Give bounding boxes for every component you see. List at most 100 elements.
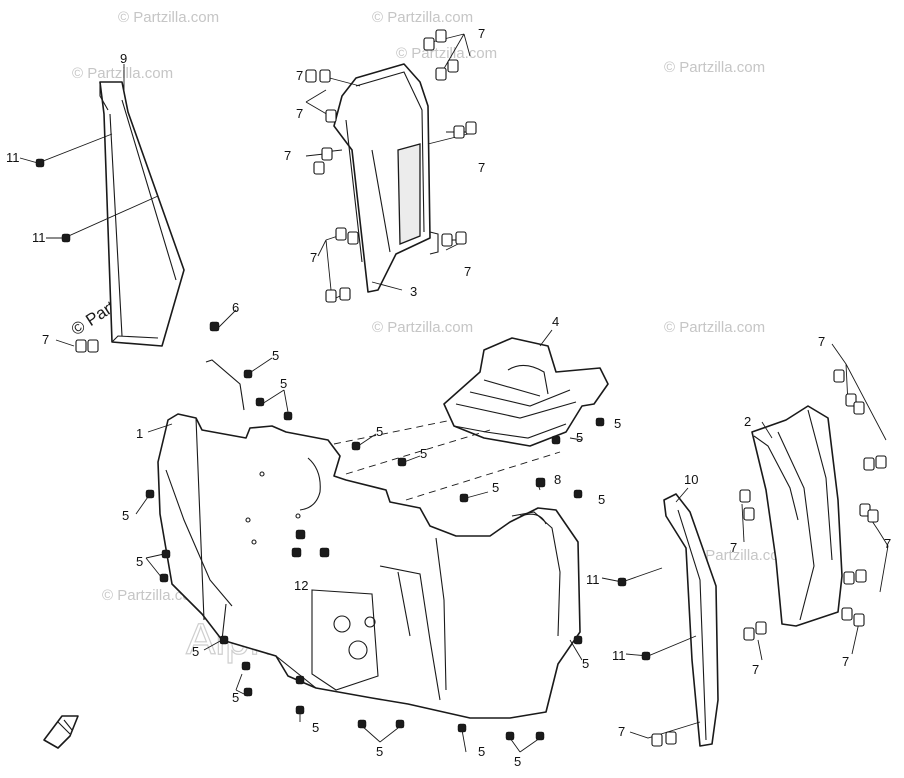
clip-icon	[335, 227, 347, 241]
callout-7: 7	[478, 160, 485, 175]
clip-icon	[347, 231, 359, 245]
clip-icon	[875, 455, 887, 469]
callout-7: 7	[730, 540, 737, 555]
clip-icon	[853, 613, 865, 627]
part-9-left-side-panel	[99, 81, 185, 347]
bolt-icon	[573, 489, 583, 499]
callouts: 9 11 11 7 7 7 7 7 7 7 7 3 4 6 1 5 5 5 5 …	[6, 26, 891, 769]
callout-9: 9	[120, 51, 127, 66]
clip-icon	[855, 569, 867, 583]
callout-7: 7	[464, 264, 471, 279]
callout-7: 7	[842, 654, 849, 669]
bolt-icon	[209, 321, 220, 332]
callout-5: 5	[136, 554, 143, 569]
callout-5: 5	[376, 744, 383, 759]
callout-6: 6	[232, 300, 239, 315]
bolt-icon	[395, 719, 405, 729]
callout-7: 7	[478, 26, 485, 41]
bolt-icon	[255, 397, 265, 407]
bolt-icon	[459, 493, 469, 503]
bolt-icon	[35, 158, 45, 168]
bolt-icon	[357, 719, 367, 729]
bolt-icon	[145, 489, 155, 499]
partzilla-watermark: © Partzilla.com	[690, 547, 791, 564]
bolt-icon	[573, 635, 583, 645]
callout-11: 11	[612, 648, 626, 663]
partzilla-watermark: © Partzilla.com	[664, 59, 765, 76]
part-3-upper-fender-panel	[333, 63, 439, 293]
bolt-icon	[397, 457, 407, 467]
clip-icon	[743, 627, 755, 641]
clip-icon	[845, 393, 857, 407]
clip-icon	[75, 339, 87, 353]
callout-5: 5	[492, 480, 499, 495]
callout-4: 4	[552, 314, 559, 329]
part-1-main-fender	[157, 359, 581, 719]
callout-7: 7	[42, 332, 49, 347]
callout-2: 2	[744, 414, 751, 429]
callout-12: 12	[294, 578, 308, 593]
partzilla-watermark: © Partzilla.com	[102, 587, 203, 604]
clip-icon	[441, 233, 453, 247]
clip-icon	[755, 621, 767, 635]
callout-7: 7	[884, 536, 891, 551]
callout-5: 5	[122, 508, 129, 523]
part-4-console-bin	[443, 337, 609, 447]
callout-5: 5	[376, 424, 383, 439]
bolt-icon	[457, 723, 467, 733]
bolt-icon	[161, 549, 171, 559]
clip-icon	[651, 733, 663, 747]
clip-icon	[325, 289, 337, 303]
callout-7: 7	[310, 250, 317, 265]
clip-icon	[455, 231, 467, 245]
clip-icon	[325, 109, 337, 123]
bolt-icon	[505, 731, 515, 741]
callout-5: 5	[192, 644, 199, 659]
bolt-icon	[295, 675, 305, 685]
clip-icon	[841, 607, 853, 621]
callout-5: 5	[232, 690, 239, 705]
bolt-icon	[291, 547, 302, 558]
callout-11: 11	[6, 150, 20, 165]
clip-icon	[87, 339, 99, 353]
partzilla-watermark: © Partzilla.com	[372, 9, 473, 26]
clip-icon	[435, 29, 447, 43]
clip-icon	[319, 69, 331, 83]
clip-icon	[465, 121, 477, 135]
part-2-right-fender-panel	[751, 405, 843, 627]
clip-icon	[833, 369, 845, 383]
bolt-icon	[243, 369, 253, 379]
bolt-icon	[283, 411, 293, 421]
callout-5: 5	[272, 348, 279, 363]
bolt-icon	[241, 661, 251, 671]
clip-icon	[665, 731, 677, 745]
clip-icon-group	[75, 29, 887, 747]
bolt-icon	[535, 477, 546, 488]
callout-7: 7	[296, 106, 303, 121]
callout-5: 5	[614, 416, 621, 431]
clip-icon	[305, 69, 317, 83]
callout-5: 5	[478, 744, 485, 759]
bolt-icon	[595, 417, 605, 427]
callout-7: 7	[296, 68, 303, 83]
clip-icon	[743, 507, 755, 521]
clip-icon	[453, 125, 465, 139]
front-direction-arrow-icon	[43, 715, 79, 749]
callout-3: 3	[410, 284, 417, 299]
partzilla-watermark: © Partzilla.com	[72, 65, 173, 82]
callout-5: 5	[582, 656, 589, 671]
partzilla-watermark: © Partzilla.com	[118, 9, 219, 26]
clip-icon	[313, 161, 325, 175]
callout-5: 5	[420, 446, 427, 461]
callout-5: 5	[280, 376, 287, 391]
callout-7: 7	[618, 724, 625, 739]
callout-1: 1	[136, 426, 143, 441]
bolt-icon	[319, 547, 330, 558]
callout-5: 5	[514, 754, 521, 769]
clip-icon	[867, 509, 879, 523]
bolt-icon-group	[35, 158, 651, 741]
clip-icon	[739, 489, 751, 503]
clip-icon	[339, 287, 351, 301]
bolt-icon	[617, 577, 627, 587]
bolt-icon	[159, 573, 169, 583]
